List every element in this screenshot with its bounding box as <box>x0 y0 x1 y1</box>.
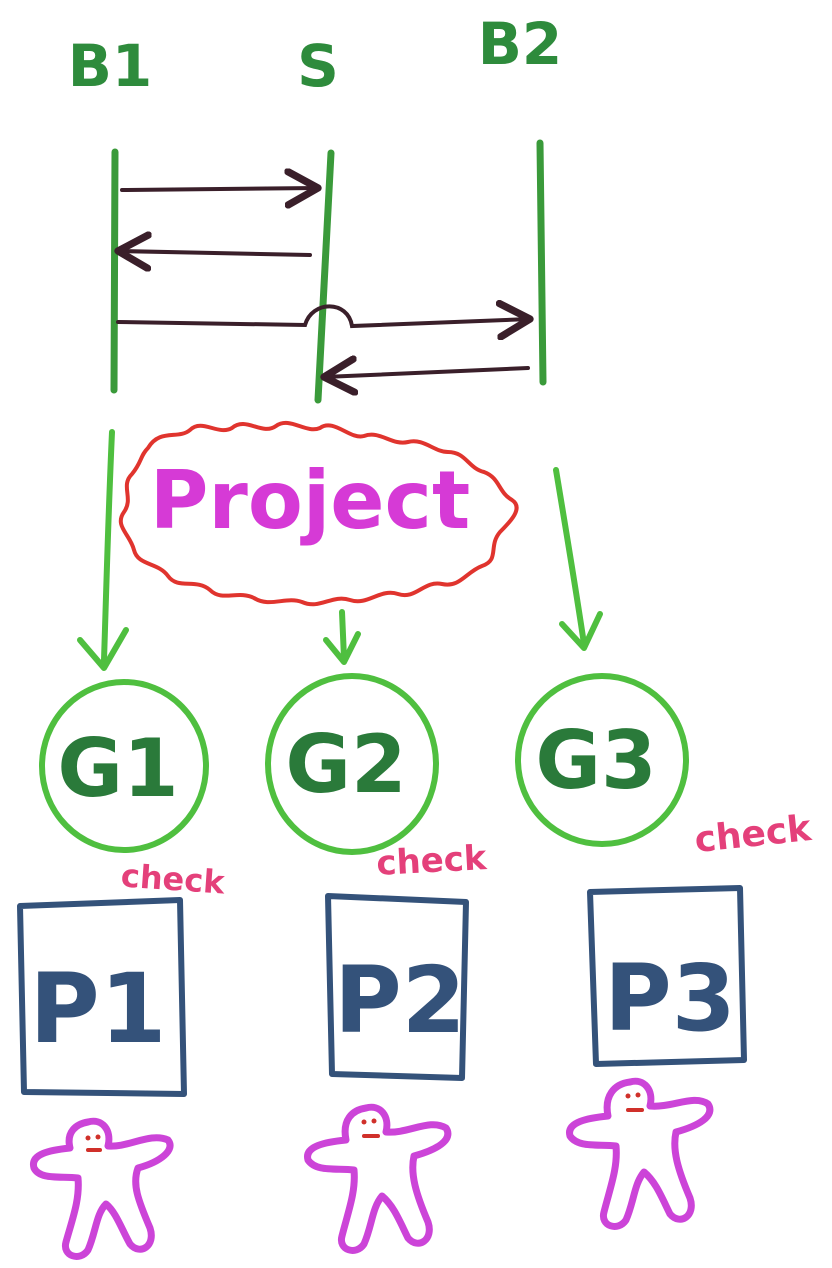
lifeline-b2 <box>536 139 547 386</box>
group-circle-g2 <box>265 673 439 855</box>
arrow-project-to-g2 <box>339 609 347 661</box>
group-label-g3: G3 <box>535 714 656 807</box>
lifeline-label-b1: B1 <box>68 32 153 100</box>
lifeline-b1 <box>110 148 119 394</box>
person-label-p2: P2 <box>334 947 465 1054</box>
project-starburst <box>118 420 519 607</box>
group-label-g2: G2 <box>285 718 406 811</box>
group-circle-g1 <box>39 679 209 853</box>
person-box-p3 <box>587 885 747 1067</box>
person-box-p2 <box>325 893 469 1081</box>
person-box-p1 <box>17 897 187 1097</box>
lifeline-label-b2: B2 <box>478 10 563 78</box>
lifeline-s <box>314 149 335 404</box>
arrowhead-g2 <box>323 631 361 665</box>
message-arrow-b1-to-s <box>120 188 318 190</box>
person-figure-p3 <box>566 1077 714 1230</box>
lifeline-label-s: S <box>297 32 339 100</box>
arrowhead-g1 <box>77 627 129 671</box>
check-label-g3: check <box>693 808 814 861</box>
group-label-g1: G1 <box>57 722 178 815</box>
arrow-b2-to-g3 <box>553 467 587 647</box>
message-arrow-s-to-b1 <box>118 251 312 255</box>
group-circle-g3 <box>515 673 689 847</box>
check-label-g2: check <box>375 838 489 884</box>
person-label-p3: P3 <box>604 945 735 1052</box>
message-arrow-b2-to-s <box>324 368 530 377</box>
project-label: Project <box>150 454 470 547</box>
arrowhead-g3 <box>559 611 603 651</box>
person-figure-p1 <box>30 1117 174 1260</box>
arrow-b1-to-g1 <box>101 429 115 663</box>
person-label-p1: P1 <box>29 953 166 1065</box>
check-label-g1: check <box>120 856 227 901</box>
message-arrow-b1-to-b2 <box>116 306 530 326</box>
person-figure-p2 <box>304 1103 452 1254</box>
